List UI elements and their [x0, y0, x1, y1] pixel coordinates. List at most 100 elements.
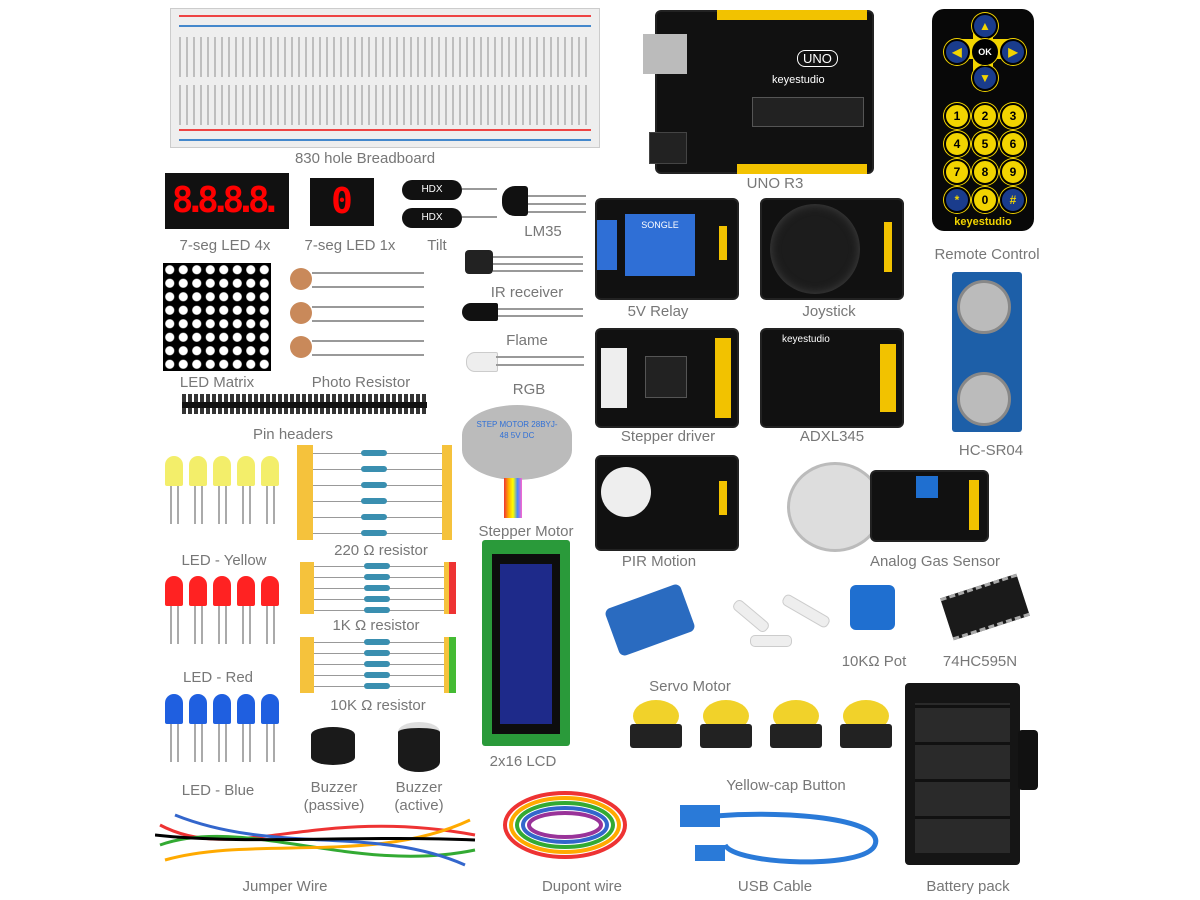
label-r10k: 10K Ω resistor — [330, 697, 426, 714]
label-buzzer-active: Buzzer — [395, 779, 443, 796]
dupont-wires — [503, 791, 627, 859]
ic-74hc595 — [940, 573, 1030, 641]
remote-brand: keyestudio — [954, 216, 1012, 228]
label-seg1: 7-seg LED 1x — [304, 237, 396, 254]
relay-module: SONGLE — [595, 198, 739, 300]
remote-key: 6 — [1000, 131, 1026, 157]
photo-resistor — [290, 268, 312, 290]
label-gas: Analog Gas Sensor — [869, 553, 1001, 570]
label-uno: UNO R3 — [746, 175, 804, 192]
battery-plug — [1018, 730, 1038, 790]
leds-red — [165, 576, 285, 666]
stepper-driver-module — [595, 328, 739, 428]
stepper-motor-print: STEP MOTOR 28BYJ-48 5V DC — [476, 420, 558, 440]
yellow-cap-button — [840, 700, 892, 756]
leds-yellow — [165, 456, 285, 546]
label-r220: 220 Ω resistor — [334, 542, 428, 559]
adxl345-module: keyestudio — [760, 328, 904, 428]
battery-pack — [905, 683, 1020, 865]
servo-motor — [603, 582, 697, 658]
flame-sensor — [462, 303, 498, 321]
label-jumper: Jumper Wire — [242, 878, 328, 895]
uno-brand: keyestudio — [772, 74, 825, 86]
lcd-2x16 — [482, 540, 570, 746]
remote-key: 2 — [972, 103, 998, 129]
uno-board: UNO keyestudio — [643, 10, 874, 174]
remote-key: 4 — [944, 131, 970, 157]
label-lcd: 2x16 LCD — [489, 753, 557, 770]
label-battery: Battery pack — [926, 878, 1010, 895]
seven-seg-4x: 8.8.8.8. — [165, 173, 289, 229]
resistor-220 — [297, 445, 452, 540]
label-tilt: Tilt — [427, 237, 447, 254]
potentiometer — [850, 585, 895, 630]
yellow-cap-button — [700, 700, 752, 756]
remote-key: 5 — [972, 131, 998, 157]
label-led-red: LED - Red — [182, 669, 254, 686]
remote-up-icon: ▲ — [972, 13, 998, 39]
remote-down-icon: ▼ — [972, 65, 998, 91]
remote-key: * — [944, 187, 970, 213]
label-flame: Flame — [506, 332, 548, 349]
label-ic: 74HC595N — [942, 653, 1018, 670]
remote-right-icon: ▶ — [1000, 39, 1026, 65]
stepper-wires — [504, 478, 522, 518]
tilt-sensor: HDX — [402, 180, 462, 200]
label-matrix: LED Matrix — [179, 374, 255, 391]
breadboard — [170, 8, 600, 148]
yellow-cap-button — [770, 700, 822, 756]
label-breadboard: 830 hole Breadboard — [294, 150, 436, 167]
remote-ok: OK — [972, 39, 998, 65]
label-led-blue: LED - Blue — [181, 782, 255, 799]
resistor-10k — [300, 637, 456, 693]
servo-horns — [730, 592, 832, 650]
label-photo: Photo Resistor — [311, 374, 411, 391]
label-pot: 10KΩ Pot — [841, 653, 907, 670]
remote-key: 9 — [1000, 159, 1026, 185]
remote-key: # — [1000, 187, 1026, 213]
seven-seg-1x: 0 — [310, 178, 374, 226]
label-servo: Servo Motor — [649, 678, 731, 695]
label-hcsr04: HC-SR04 — [958, 442, 1024, 459]
label-button: Yellow-cap Button — [726, 777, 846, 794]
label-buzzer-active-2: (active) — [394, 797, 444, 814]
rgb-led — [466, 352, 498, 372]
remote-key: 8 — [972, 159, 998, 185]
remote-key: 7 — [944, 159, 970, 185]
label-lm35: LM35 — [524, 223, 562, 240]
remote-key: 1 — [944, 103, 970, 129]
buzzer-passive — [311, 727, 355, 765]
joystick-module — [760, 198, 904, 300]
remote-left-icon: ◀ — [944, 39, 970, 65]
label-remote: Remote Control — [934, 246, 1040, 263]
label-buzzer-passive: Buzzer — [310, 779, 358, 796]
stepper-motor: STEP MOTOR 28BYJ-48 5V DC — [462, 405, 572, 480]
label-pir: PIR Motion — [621, 553, 697, 570]
label-joystick: Joystick — [802, 303, 856, 320]
hc-sr04-module — [952, 272, 1022, 432]
label-dupont: Dupont wire — [541, 878, 623, 895]
relay-label: SONGLE — [625, 214, 695, 276]
led-matrix — [163, 263, 271, 371]
usb-cable — [680, 805, 879, 865]
label-seg4: 7-seg LED 4x — [179, 237, 271, 254]
buzzer-active — [398, 722, 440, 772]
label-buzzer-passive-2: (passive) — [303, 797, 365, 814]
label-adxl: ADXL345 — [799, 428, 865, 445]
photo-resistor — [290, 302, 312, 324]
ir-receiver — [465, 250, 493, 274]
photo-resistor — [290, 336, 312, 358]
leds-blue — [165, 694, 285, 774]
gas-sensor-module — [787, 462, 883, 552]
label-rgb: RGB — [512, 381, 546, 398]
resistor-1k — [300, 562, 456, 614]
lm35-sensor — [502, 186, 528, 216]
remote-control: ▲ ▼ ◀ ▶ OK 1 2 3 4 5 6 7 8 9 * 0 # keyes… — [932, 9, 1034, 231]
label-ir: IR receiver — [490, 284, 564, 301]
pin-header-strip — [182, 402, 427, 408]
jumper-wires — [155, 813, 476, 867]
label-relay: 5V Relay — [627, 303, 689, 320]
uno-badge: UNO — [797, 50, 838, 67]
gas-sensor-board — [870, 470, 989, 542]
remote-key: 0 — [972, 187, 998, 213]
